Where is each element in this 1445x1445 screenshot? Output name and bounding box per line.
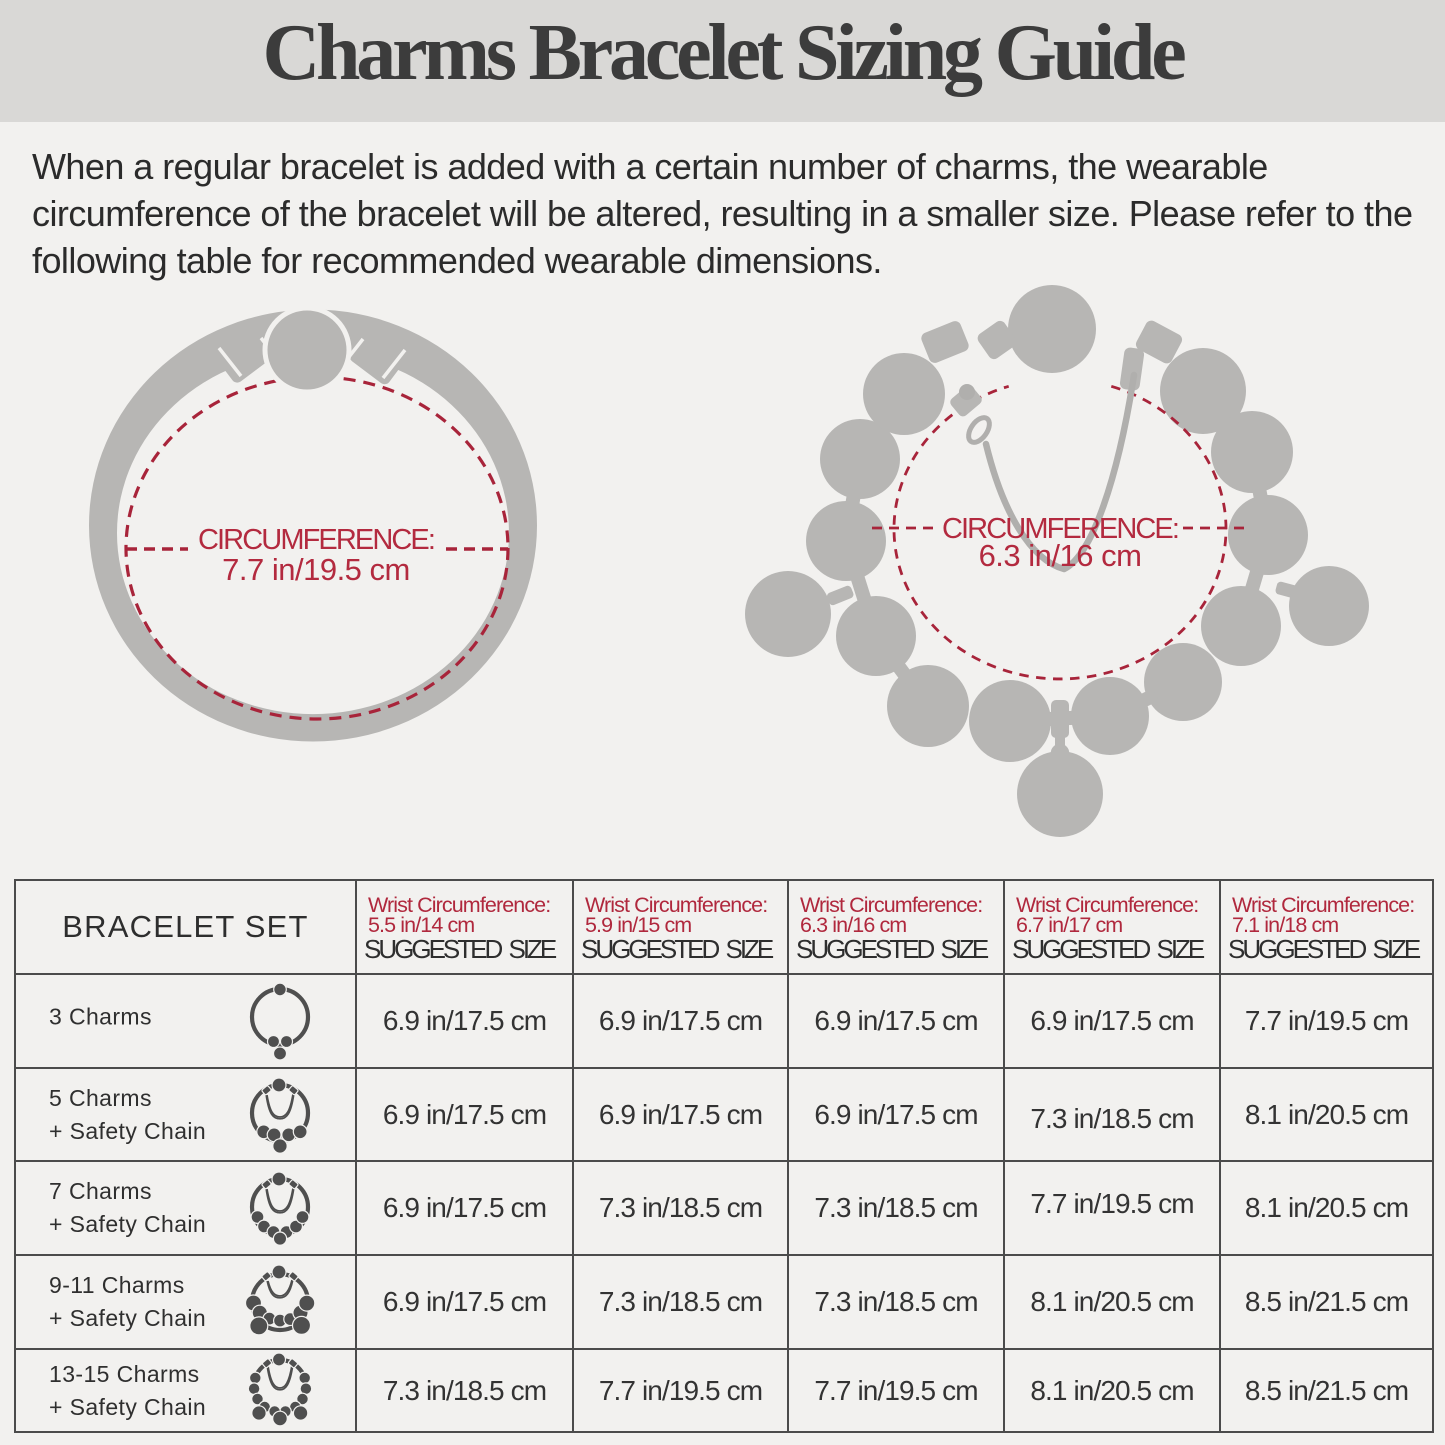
svg-text:7.7 in/19.5 cm: 7.7 in/19.5 cm	[222, 552, 410, 587]
svg-text:CIRCUMFERENCE:: CIRCUMFERENCE:	[942, 513, 1178, 545]
svg-text:CIRCUMFERENCE:: CIRCUMFERENCE:	[198, 524, 434, 556]
svg-text:6.3 in/16 cm: 6.3 in/16 cm	[979, 538, 1142, 573]
